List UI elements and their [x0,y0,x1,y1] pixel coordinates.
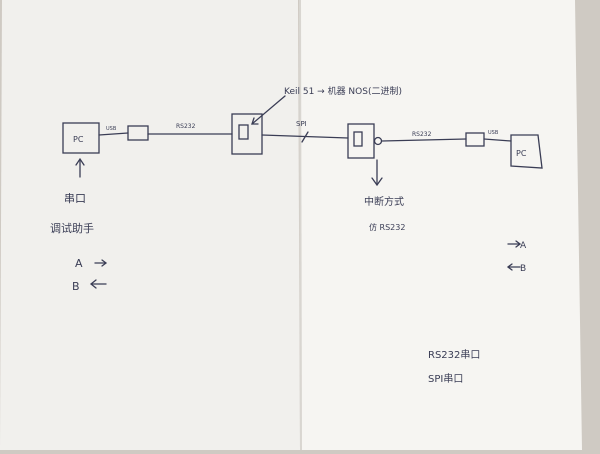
pc-left-label: PC [73,135,84,144]
left-b-arrow-head [89,279,97,289]
left-serial-label: 串口 [64,192,86,205]
serial-arrow-head [75,157,85,166]
paper-fold [299,0,302,451]
right-a-label: A [520,241,527,251]
usb-right-label: USB [488,130,499,136]
paper-left-page [0,0,300,450]
rs232-right-label: RS232 [412,131,432,138]
left-debug-label: 调试助手 [50,221,94,235]
chip-left [238,124,249,140]
spi-label: SPI [296,120,307,128]
left-b-label: B [72,280,80,293]
note-pointer-line [251,95,286,125]
interrupt-note: 中断方式 [364,195,404,208]
rs232-link-right [381,138,467,142]
right-b-label: B [520,264,526,274]
usb-link-left [98,132,129,136]
right-b-arrow-head [506,263,513,271]
interrupt-sub: 仿 RS232 [369,222,405,232]
spi-tick [301,131,309,143]
chip-right [353,131,363,147]
interrupt-arrow-head [371,177,383,187]
left-a-arrow-head [101,259,108,267]
pc-right-label: PC [516,149,527,158]
top-note: Keil 51 → 机器 NOS(二进制) [284,85,402,97]
usb-link-right [483,138,512,142]
legend-rs232: RS232串口 [428,349,480,361]
rs232-left-label: RS232 [176,123,196,130]
usb-left-label: USB [106,126,117,132]
pc-right-box [510,134,543,169]
legend-spi: SPI串口 [428,373,463,385]
left-a-label: A [75,257,83,270]
right-a-arrow-head [515,240,522,248]
paper-right-page [300,0,582,450]
note-pointer-head [251,117,259,125]
pc-left-box [62,122,100,154]
